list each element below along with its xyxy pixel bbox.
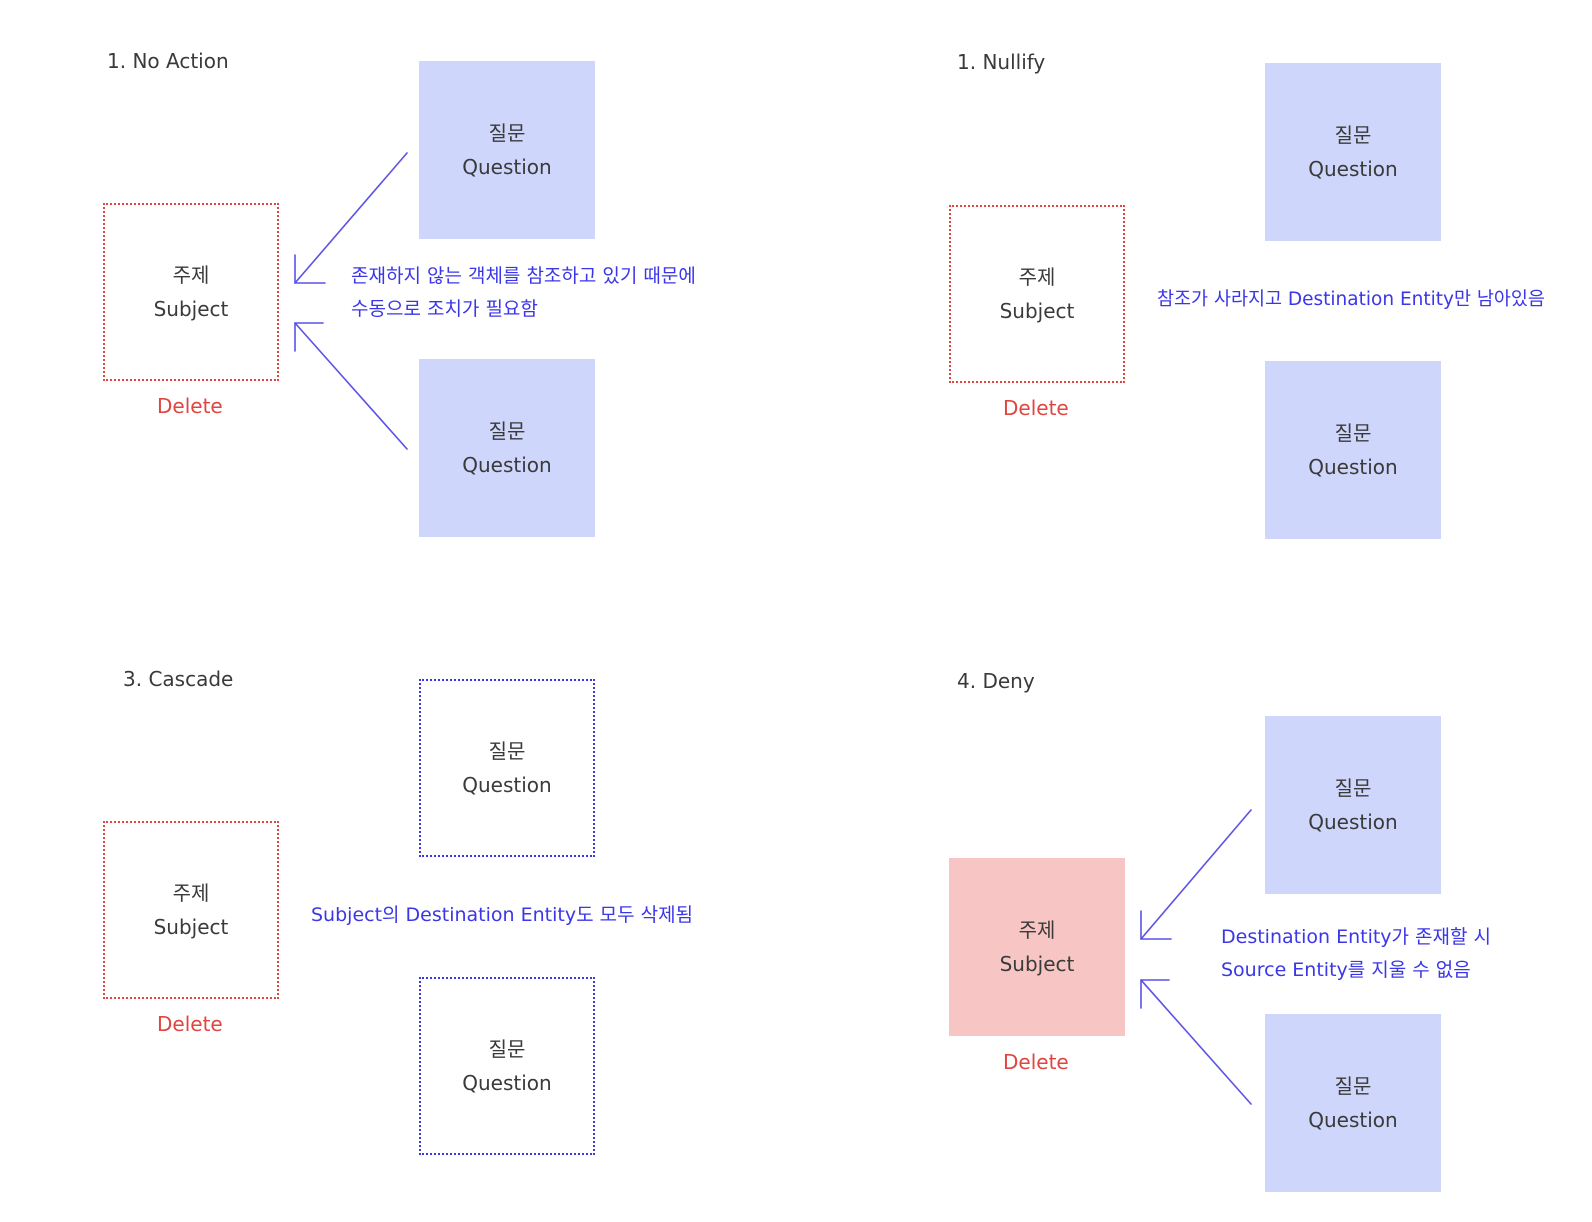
question-box: 질문 Question (419, 679, 595, 857)
note-line: 수동으로 조치가 필요함 (351, 298, 538, 320)
subject-box: 주제 Subject (103, 203, 279, 381)
arrow-deny-bottom (1140, 979, 1252, 1105)
section-title-no-action: 1. No Action (107, 49, 229, 73)
section-title-cascade: 3. Cascade (123, 667, 234, 691)
question-box: 질문 Question (1265, 63, 1441, 241)
arrow-no-action-top (294, 152, 408, 284)
note-line: Source Entity를 지울 수 없음 (1221, 959, 1471, 981)
question-label-ko: 질문 (1334, 1074, 1372, 1098)
delete-label: Delete (157, 1012, 223, 1036)
question-box: 질문 Question (419, 977, 595, 1155)
subject-label-ko: 주제 (1018, 918, 1056, 942)
subject-label-en: Subject (999, 299, 1075, 323)
question-label-en: Question (1308, 157, 1398, 181)
subject-label-ko: 주제 (172, 881, 210, 905)
delete-label: Delete (1003, 1050, 1069, 1074)
subject-box-deny: 주제 Subject (949, 858, 1125, 1036)
subject-label-en: Subject (153, 915, 229, 939)
section-title-nullify: 1. Nullify (957, 50, 1046, 74)
note-line: 참조가 사라지고 Destination Entity만 남아있음 (1157, 289, 1545, 310)
question-label-ko: 질문 (1334, 421, 1372, 445)
delete-label: Delete (157, 394, 223, 418)
note-cascade: Subject의 Destination Entity도 모두 삭제됨 (311, 899, 693, 932)
question-box: 질문 Question (419, 359, 595, 537)
question-box: 질문 Question (419, 61, 595, 239)
question-label-ko: 질문 (488, 739, 526, 763)
question-box: 질문 Question (1265, 716, 1441, 894)
question-label-ko: 질문 (488, 419, 526, 443)
section-title-deny: 4. Deny (957, 669, 1035, 693)
question-label-ko: 질문 (488, 121, 526, 145)
note-line: Subject의 Destination Entity도 모두 삭제됨 (311, 904, 694, 926)
question-label-en: Question (462, 773, 552, 797)
subject-label-ko: 주제 (1018, 265, 1056, 289)
delete-label: Delete (1003, 396, 1069, 420)
note-nullify: 참조가 사라지고 Destination Entity만 남아있음 (1157, 283, 1545, 316)
subject-box: 주제 Subject (103, 821, 279, 999)
question-label-ko: 질문 (1334, 776, 1372, 800)
question-label-en: Question (462, 453, 552, 477)
subject-box: 주제 Subject (949, 205, 1125, 383)
subject-label-ko: 주제 (172, 263, 210, 287)
arrow-deny-top (1140, 809, 1252, 940)
arrow-no-action-bottom (294, 322, 408, 450)
question-label-en: Question (1308, 810, 1398, 834)
question-label-en: Question (462, 1071, 552, 1095)
question-label-en: Question (1308, 1108, 1398, 1132)
question-box: 질문 Question (1265, 361, 1441, 539)
question-label-en: Question (462, 155, 552, 179)
question-label-ko: 질문 (488, 1037, 526, 1061)
question-label-en: Question (1308, 455, 1398, 479)
subject-label-en: Subject (153, 297, 229, 321)
note-deny: Destination Entity가 존재할 시 Source Entity를… (1221, 921, 1491, 987)
note-line: 존재하지 않는 객체를 참조하고 있기 때문에 (351, 265, 696, 287)
question-box: 질문 Question (1265, 1014, 1441, 1192)
subject-label-en: Subject (999, 952, 1075, 976)
note-no-action: 존재하지 않는 객체를 참조하고 있기 때문에 수동으로 조치가 필요함 (351, 260, 696, 326)
note-line: Destination Entity가 존재할 시 (1221, 926, 1492, 948)
question-label-ko: 질문 (1334, 123, 1372, 147)
